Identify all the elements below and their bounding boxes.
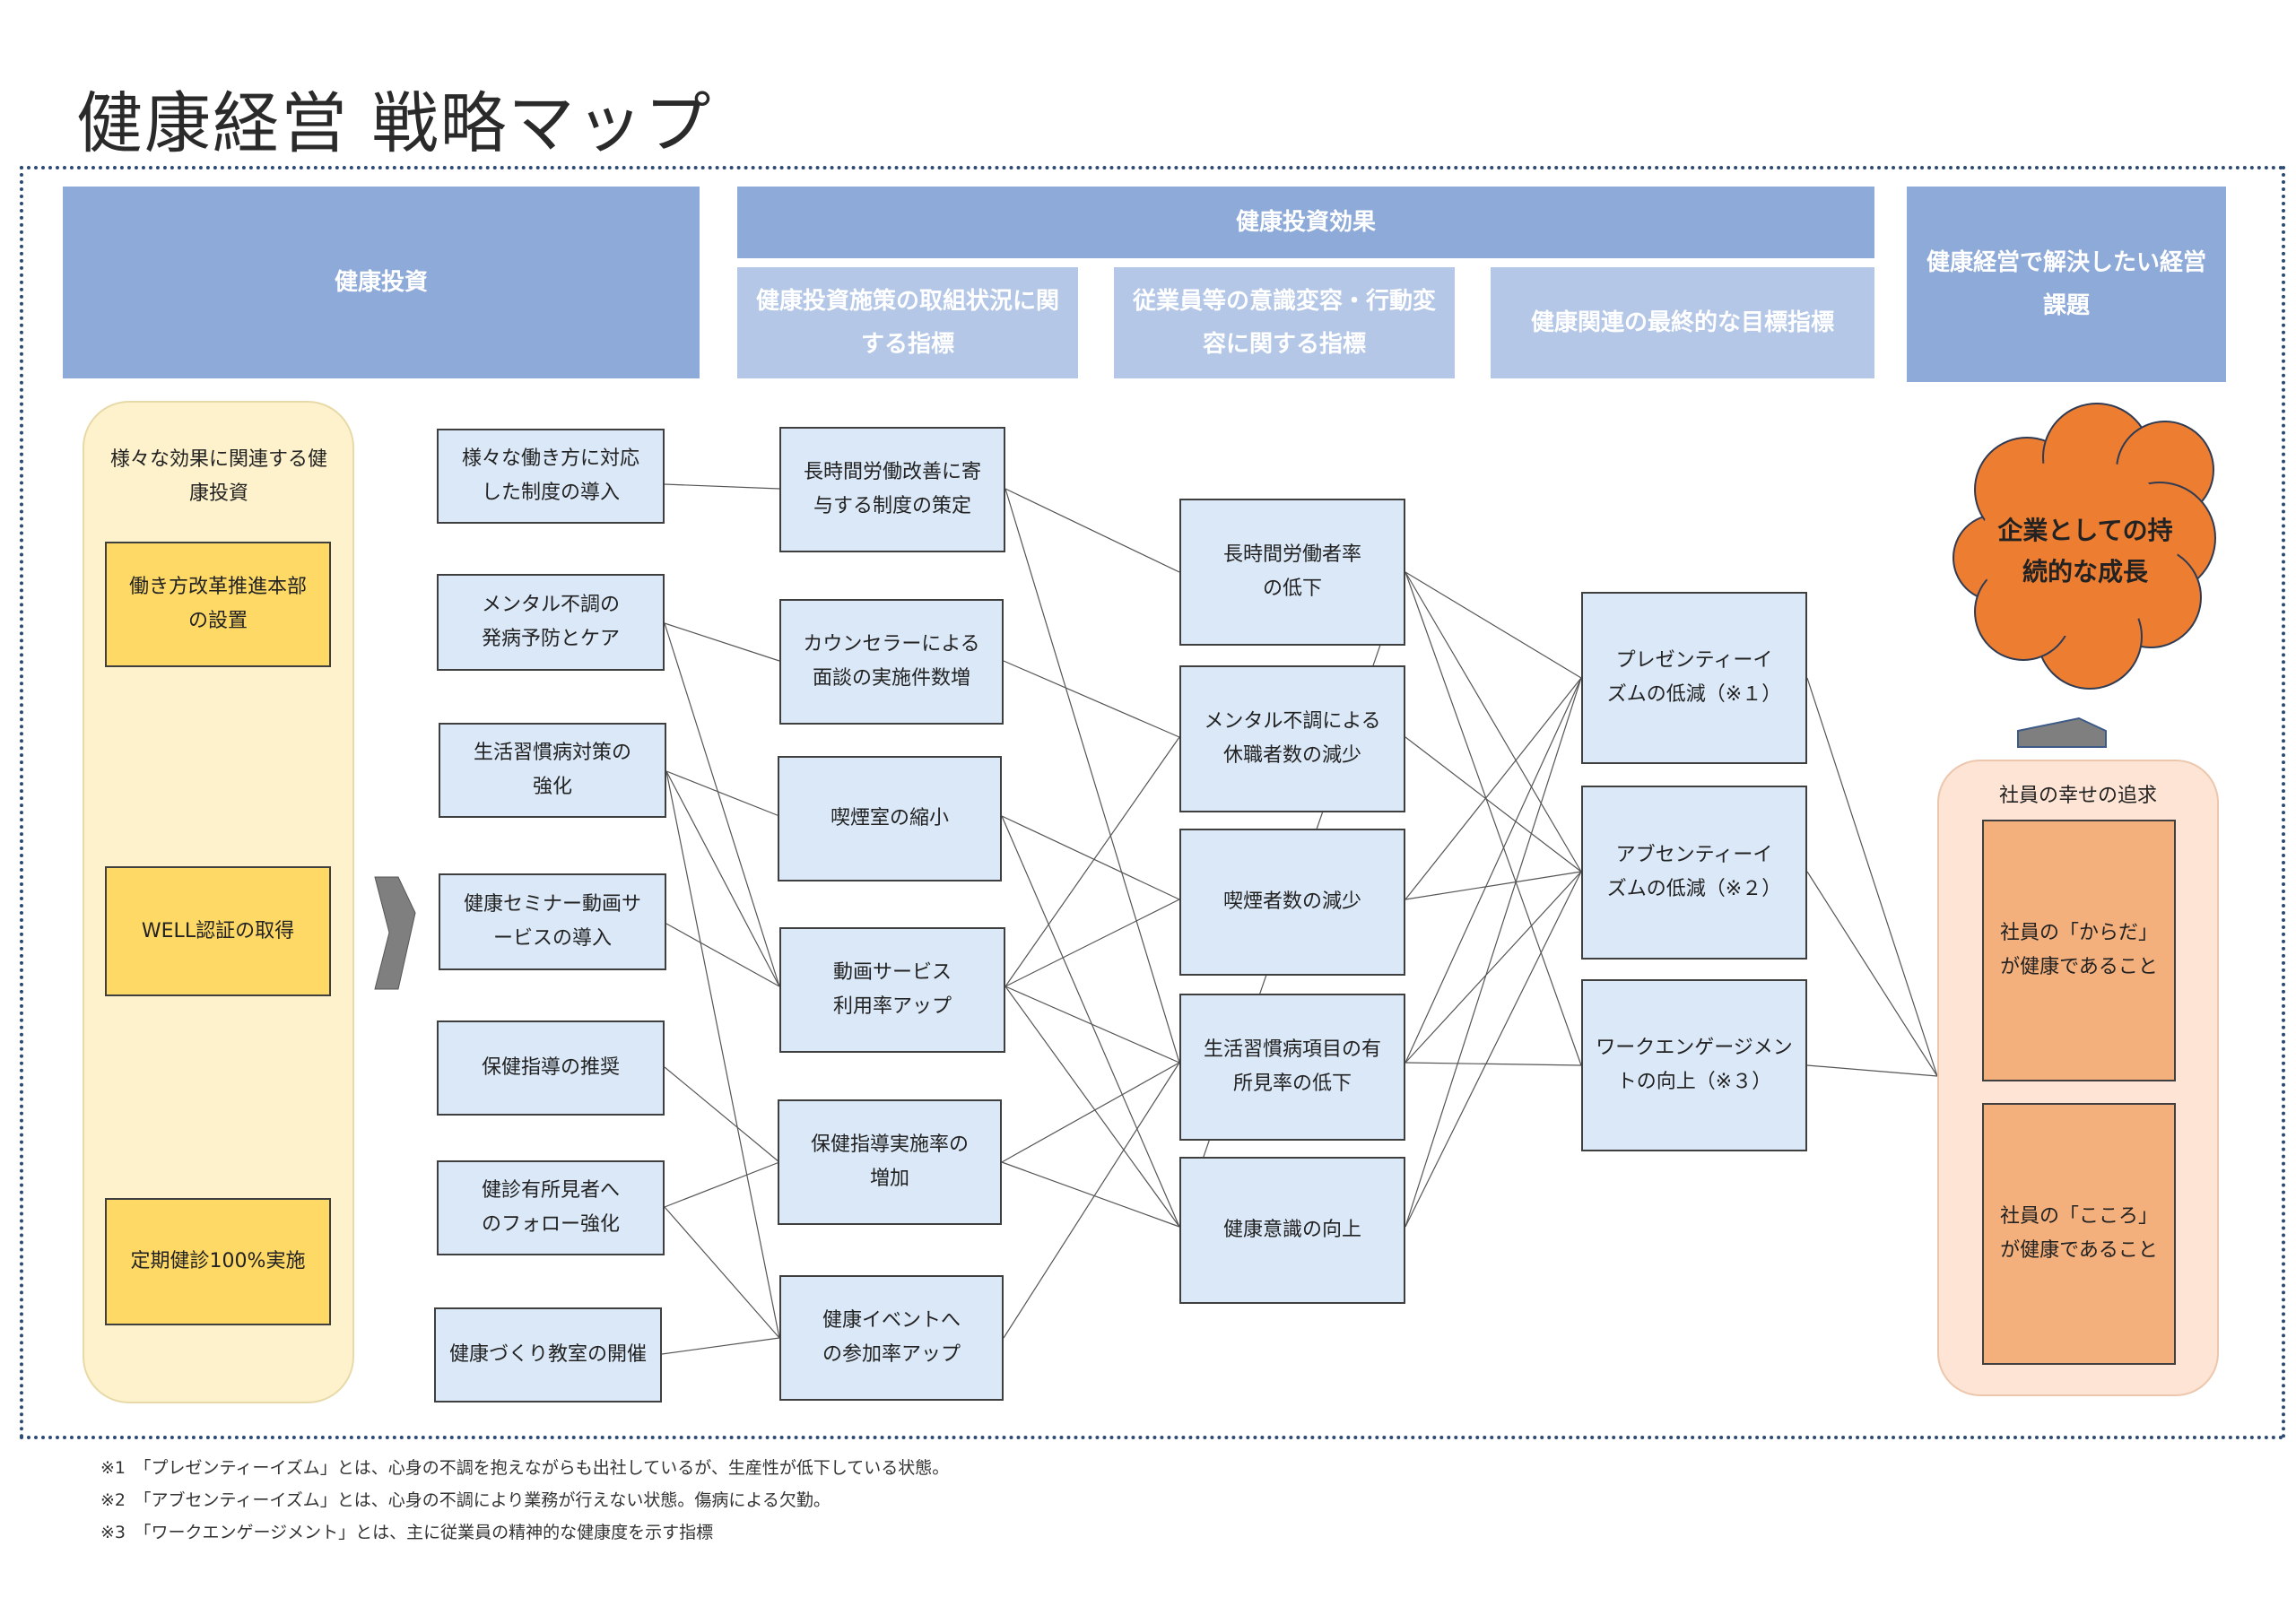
investment-5: 保健指導の推奨 <box>437 1020 665 1116</box>
initiative-2: カウンセラーによる面談の実施件数増 <box>779 599 1004 725</box>
behavior-5: 健康意識の向上 <box>1179 1157 1405 1304</box>
header-effects-initiative: 健康投資施策の取組状況に関する指標 <box>737 267 1078 378</box>
right-panel-label: 社員の幸せの追求 <box>1998 785 2157 807</box>
left-item-3: 定期健診100%実施 <box>105 1198 331 1325</box>
connector-line <box>664 622 780 987</box>
connector-line <box>1001 1161 1180 1228</box>
goal-text: 企業としての持続的な成長 <box>1997 516 2173 586</box>
connector-line <box>1405 677 1582 900</box>
connector-line <box>1405 571 1582 1066</box>
connector-line <box>1001 815 1180 900</box>
connector-line <box>1003 1062 1180 1339</box>
connector-line <box>1004 488 1180 573</box>
investment-7: 健康づくり教室の開催 <box>434 1307 662 1403</box>
final-2: アブセンティーイズムの低減（※２） <box>1581 786 1807 960</box>
connector-line <box>1806 871 1938 1077</box>
connector-line <box>664 483 780 490</box>
initiative-5: 保健指導実施率の増加 <box>778 1099 1002 1225</box>
final-3: ワークエンゲージメントの向上（※３） <box>1581 979 1807 1151</box>
connector-line <box>1003 660 1180 738</box>
page-title: 健康経営 戦略マップ <box>76 85 713 162</box>
connector-line <box>1405 677 1582 1064</box>
header-issues: 健康経営で解決したい経営課題 <box>1907 187 2226 382</box>
connector-line <box>1405 1062 1582 1066</box>
connector-line <box>1004 488 1180 1064</box>
connector-line <box>1001 815 1180 1228</box>
connector-line <box>1806 677 1938 1077</box>
connector-line <box>661 1337 780 1355</box>
left-arrow-shape <box>374 876 416 990</box>
connector-line <box>664 1066 780 1163</box>
connector-line <box>1004 899 1180 987</box>
connector-line <box>1004 986 1180 1064</box>
investment-1: 様々な働き方に対応した制度の導入 <box>437 429 665 524</box>
investment-6: 健診有所見者へのフォロー強化 <box>437 1160 665 1255</box>
connector-line <box>1405 871 1582 900</box>
connector-line <box>1405 736 1582 873</box>
up-arrow-shape <box>2017 716 2107 748</box>
connector-line <box>664 1161 780 1208</box>
map-frame <box>20 166 2285 1439</box>
behavior-4: 生活習慣病項目の有所見率の低下 <box>1179 994 1405 1141</box>
final-1: プレゼンティーイズムの低減（※１） <box>1581 592 1807 764</box>
left-panel-label: 様々な効果に関連する健康投資 <box>109 448 327 505</box>
right-item-2: 社員の「こころ」が健康であること <box>1982 1103 2176 1365</box>
connector-line <box>665 923 780 987</box>
connector-line <box>664 622 780 662</box>
connector-line <box>665 770 780 1339</box>
initiative-4: 動画サービス利用率アップ <box>779 927 1005 1053</box>
investment-2: メンタル不調の発病予防とケア <box>437 574 665 671</box>
behavior-3: 喫煙者数の減少 <box>1179 829 1405 976</box>
connector-line <box>664 1206 780 1339</box>
header-investment: 健康投資 <box>63 187 700 378</box>
connector-line <box>1001 1062 1180 1163</box>
cloud-shape <box>1952 403 2216 690</box>
footnote-1: ※1 「プレゼンティーイズム」とは、心身の不調を抱えながらも出社しているが、生産… <box>100 1458 950 1478</box>
connector-line <box>1405 571 1582 679</box>
left-item-1: 働き方改革推進本部の設置 <box>105 542 331 667</box>
behavior-1: 長時間労働者率の低下 <box>1179 499 1405 646</box>
connector-line <box>1004 986 1180 1228</box>
connector-line <box>1004 736 1180 987</box>
investment-3: 生活習慣病対策の強化 <box>439 723 666 818</box>
connector-line <box>1405 871 1582 1064</box>
connector-line <box>1806 1064 1938 1077</box>
header-effects: 健康投資効果 <box>737 187 1874 258</box>
connector-line <box>1405 571 1582 873</box>
connector-line <box>665 770 780 987</box>
investment-4: 健康セミナー動画サービスの導入 <box>439 873 666 970</box>
initiative-1: 長時間労働改善に寄与する制度の策定 <box>779 427 1005 552</box>
connector-line <box>1405 871 1582 1228</box>
connector-line <box>1405 677 1582 1228</box>
initiative-6: 健康イベントへの参加率アップ <box>779 1275 1004 1401</box>
behavior-2: メンタル不調による休職者数の減少 <box>1179 665 1405 812</box>
right-item-1: 社員の「からだ」が健康であること <box>1982 820 2176 1081</box>
header-effects-final: 健康関連の最終的な目標指標 <box>1491 267 1874 378</box>
header-effects-behavior: 従業員等の意識変容・行動変容に関する指標 <box>1114 267 1455 378</box>
left-item-2: WELL認証の取得 <box>105 866 331 996</box>
connector-line <box>665 770 780 817</box>
footnote-3: ※3 「ワークエンゲージメント」とは、主に従業員の精神的な健康度を示す指標 <box>100 1523 714 1542</box>
initiative-3: 喫煙室の縮小 <box>778 756 1002 881</box>
footnote-2: ※2 「アブセンティーイズム」とは、心身の不調により業務が行えない状態。傷病によ… <box>100 1490 831 1510</box>
